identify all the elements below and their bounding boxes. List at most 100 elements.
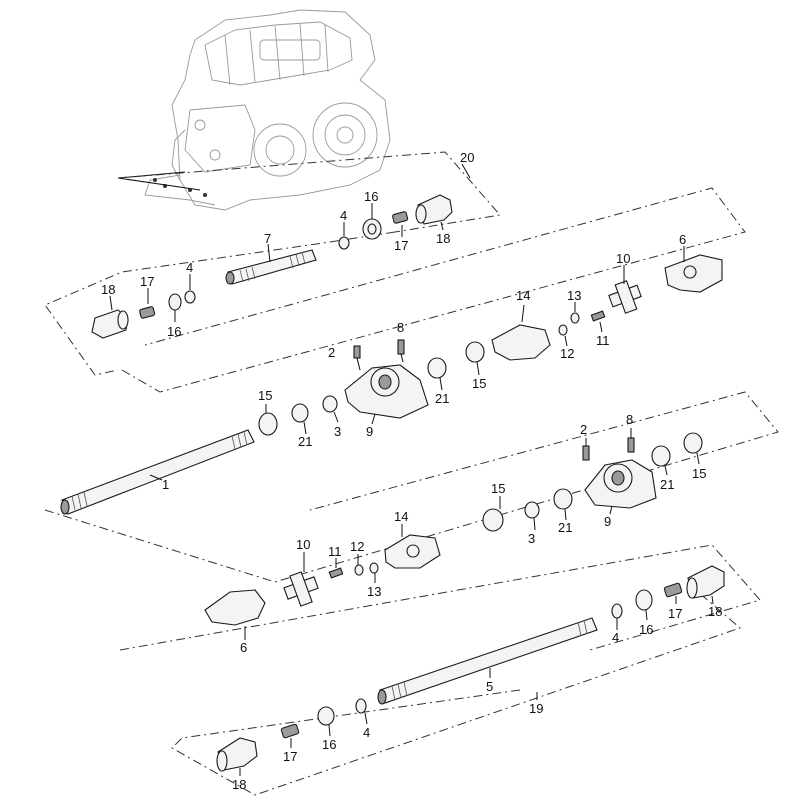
callout-17: 17 (394, 238, 408, 253)
callout-15: 15 (491, 481, 505, 496)
callout-15: 15 (472, 376, 486, 391)
ring-15-right (683, 432, 703, 465)
callout-3: 3 (528, 531, 535, 546)
callout-4: 4 (612, 630, 619, 645)
callout-17: 17 (668, 606, 682, 621)
callout-9: 9 (604, 514, 611, 529)
boot-18-left (91, 295, 129, 339)
universal-joint-10-lower (283, 552, 319, 607)
callout-6: 6 (240, 640, 247, 655)
bolt-8-lower (627, 428, 635, 453)
ring-21-upper (427, 357, 447, 391)
bolt-2-upper (353, 345, 361, 371)
callout-18: 18 (101, 282, 115, 297)
engine-illustration (117, 9, 391, 211)
callout-12: 12 (560, 346, 574, 361)
callout-12: 12 (350, 539, 364, 554)
yoke-6-upper (664, 246, 723, 293)
seal-16-left (168, 293, 182, 322)
callout-17: 17 (283, 749, 297, 764)
callout-14: 14 (516, 288, 530, 303)
bolt-11-lower (328, 558, 344, 579)
callout-18: 18 (232, 777, 246, 792)
callout-2: 2 (580, 422, 587, 437)
callout-15: 15 (258, 388, 272, 403)
callout-18: 18 (708, 604, 722, 619)
nut-12-lower (354, 554, 364, 576)
ring-21-center (553, 488, 573, 521)
bolt-2-lower (582, 438, 590, 461)
callout-8: 8 (626, 412, 633, 427)
callout-16: 16 (322, 737, 336, 752)
ring-3-center (524, 501, 540, 531)
callout-13: 13 (367, 584, 381, 599)
ring-4-right-lower (611, 603, 623, 630)
callout-labels: 20 7 4 16 17 18 18 17 4 16 6 10 14 13 12… (101, 150, 722, 792)
callout-10: 10 (296, 537, 310, 552)
propeller-shaft-1 (60, 429, 255, 515)
ring-4-bottom (355, 698, 368, 725)
pillow-block-9-upper (344, 364, 429, 425)
callout-19: 19 (529, 701, 543, 716)
callout-21: 21 (298, 434, 312, 449)
callout-17: 17 (140, 274, 154, 289)
bolt-8-upper (397, 339, 405, 363)
callout-16: 16 (167, 324, 181, 339)
seal-16-upper (362, 203, 382, 240)
assembly-19-outline (119, 544, 761, 796)
spring-17-right-lower (663, 582, 683, 604)
universal-joint-10-upper (608, 265, 642, 314)
washer-13-lower (369, 562, 379, 583)
assembly-20-outline (44, 151, 501, 376)
boot-18-right-lower (686, 565, 725, 605)
callout-4: 4 (186, 260, 193, 275)
callout-21: 21 (435, 391, 449, 406)
boot-18-bottom-left (216, 737, 258, 776)
callout-11: 11 (328, 544, 342, 559)
callout-18: 18 (436, 231, 450, 246)
spring-17-left (139, 288, 156, 319)
yoke-14-lower (384, 524, 441, 569)
callout-2: 2 (328, 345, 335, 360)
callout-20: 20 (460, 150, 474, 165)
yoke-6-lower (204, 589, 266, 640)
callout-13: 13 (567, 288, 581, 303)
nut-12-upper (558, 324, 568, 347)
callout-8: 8 (397, 320, 404, 335)
callout-21: 21 (660, 477, 674, 492)
yoke-14-upper (491, 304, 551, 361)
callout-16: 16 (364, 189, 378, 204)
ring-3-upper (322, 395, 339, 423)
ring-4-left (184, 274, 196, 304)
washer-13-upper (570, 302, 580, 324)
axle-shaft-7 (225, 243, 317, 285)
callout-11: 11 (596, 333, 610, 348)
boot-18-upper (415, 194, 453, 231)
callout-3: 3 (334, 424, 341, 439)
ring-15-center (482, 496, 504, 532)
seal-16-bottom (317, 706, 335, 737)
spring-17-bottom (280, 723, 300, 748)
callout-1: 1 (162, 477, 169, 492)
ring-15-upper (465, 341, 485, 376)
center-assembly-outline (44, 187, 779, 583)
axle-shaft-5 (377, 617, 598, 705)
bolt-11-upper (590, 310, 606, 333)
callout-4: 4 (340, 208, 347, 223)
ring-21-mid (291, 403, 309, 435)
callout-9: 9 (366, 424, 373, 439)
callout-15: 15 (692, 466, 706, 481)
callout-6: 6 (679, 232, 686, 247)
callout-10: 10 (616, 251, 630, 266)
callout-21: 21 (558, 520, 572, 535)
ring-15-mid (258, 404, 278, 436)
callout-14: 14 (394, 509, 408, 524)
callout-4: 4 (363, 725, 370, 740)
callout-7: 7 (264, 231, 271, 246)
callout-5: 5 (486, 679, 493, 694)
spring-17-upper (392, 211, 409, 237)
ring-4-upper (338, 222, 350, 250)
seal-16-right-lower (635, 589, 653, 621)
callout-16: 16 (639, 622, 653, 637)
